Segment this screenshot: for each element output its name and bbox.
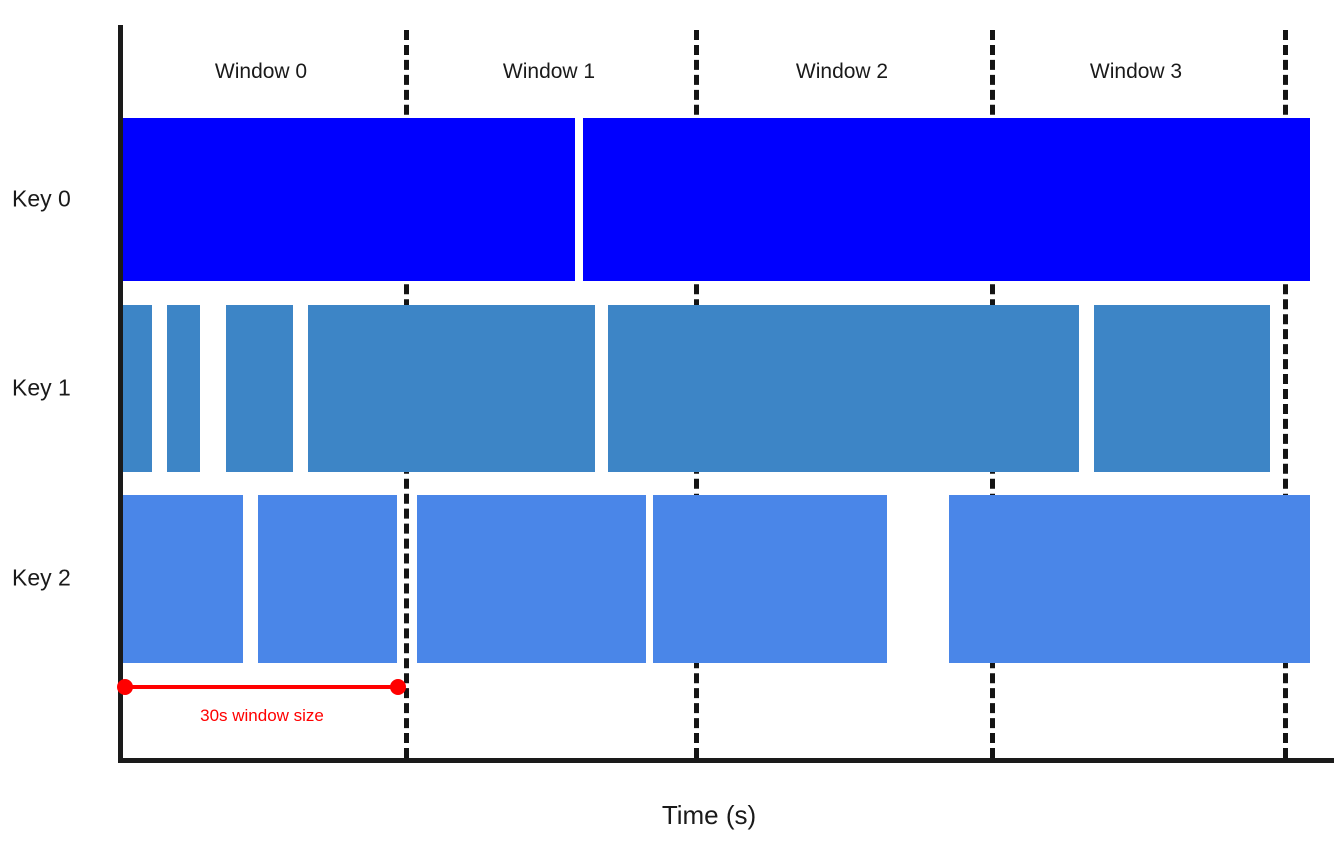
y-axis-line <box>118 25 123 758</box>
window-size-annotation-line <box>125 685 398 689</box>
activity-bar-key2-0 <box>122 495 243 663</box>
key-label-1: Key 1 <box>12 374 71 401</box>
activity-bar-key2-1 <box>258 495 397 663</box>
activity-bar-key1-3 <box>308 305 595 472</box>
window-size-annotation-end-dot <box>390 679 406 695</box>
activity-bar-key1-0 <box>122 305 152 472</box>
window-size-annotation-start-dot <box>117 679 133 695</box>
key-label-2: Key 2 <box>12 564 71 591</box>
activity-bar-key0-1 <box>583 118 1310 281</box>
activity-bar-key0-0 <box>122 118 575 281</box>
activity-bar-key2-2 <box>417 495 646 663</box>
x-axis-line <box>118 758 1334 763</box>
window-size-annotation-label: 30s window size <box>200 706 324 725</box>
activity-bar-key1-4 <box>608 305 1079 472</box>
window-label-2: Window 2 <box>795 60 889 83</box>
window-label-0: Window 0 <box>214 60 308 83</box>
activity-bar-key1-2 <box>226 305 293 472</box>
activity-bar-key1-5 <box>1094 305 1270 472</box>
window-label-3: Window 3 <box>1089 60 1183 83</box>
window-divider-3 <box>1283 30 1288 758</box>
key-label-0: Key 0 <box>12 185 71 212</box>
activity-bar-key2-3 <box>653 495 887 663</box>
window-label-1: Window 1 <box>502 60 596 83</box>
x-axis-title: Time (s) <box>661 800 757 830</box>
activity-bar-key1-1 <box>167 305 200 472</box>
activity-bar-key2-4 <box>949 495 1310 663</box>
